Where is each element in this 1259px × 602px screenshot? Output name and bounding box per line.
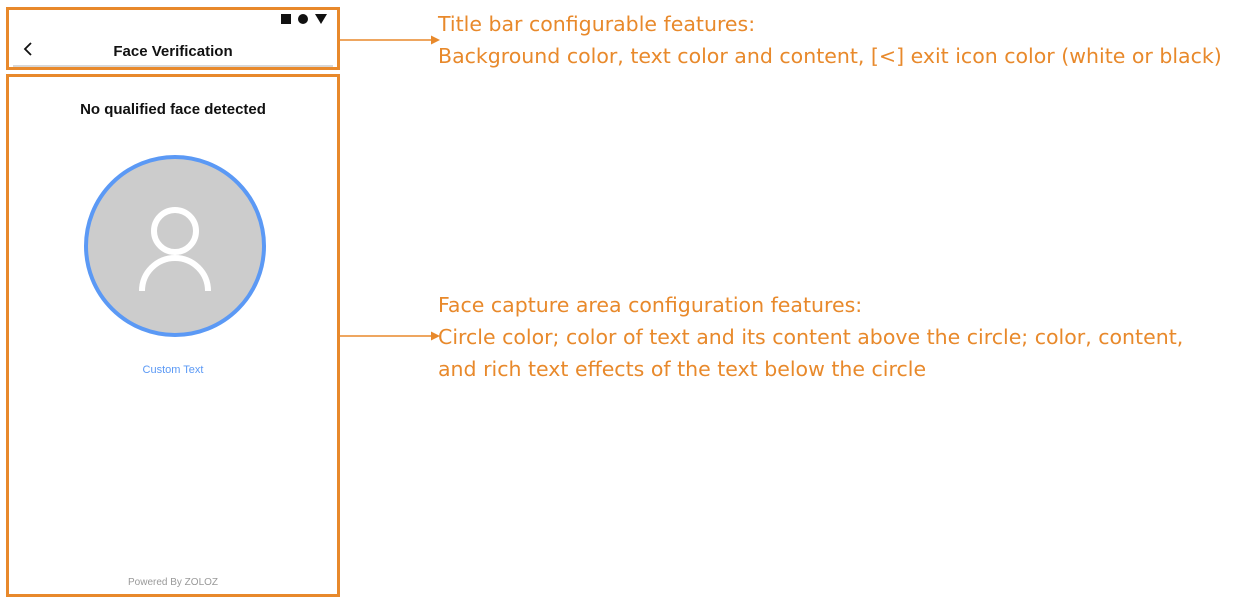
- status-bar: [281, 14, 327, 24]
- capture-area-frame: No qualified face detected Custom Text P…: [6, 74, 340, 597]
- page-title: Face Verification: [113, 43, 233, 60]
- powered-by-label: Powered By ZOLOZ: [127, 577, 219, 588]
- annotation-capture-line2: Circle color; color of text and its cont…: [438, 325, 1184, 349]
- title-divider: [13, 65, 333, 67]
- annotation-capture-area: Face capture area configuration features…: [438, 289, 1183, 385]
- annotation-capture-line3: and rich text effects of the text below …: [438, 357, 927, 381]
- back-icon[interactable]: [21, 40, 35, 58]
- face-capture-circle: [84, 155, 266, 337]
- annotation-title-line2: Background color, text color and content…: [438, 44, 1222, 68]
- title-bar-frame: Face Verification: [6, 7, 340, 70]
- arrow-capture: [340, 331, 440, 341]
- annotation-title-bar: Title bar configurable features: Backgro…: [438, 8, 1222, 72]
- custom-text: Custom Text: [142, 364, 204, 376]
- triangle-icon: [315, 14, 327, 24]
- arrow-title: [340, 35, 440, 45]
- annotation-title-line1: Title bar configurable features:: [438, 12, 756, 36]
- circle-icon: [298, 14, 308, 24]
- square-icon: [281, 14, 291, 24]
- capture-heading: No qualified face detected: [80, 101, 266, 118]
- person-icon: [139, 207, 211, 292]
- annotation-capture-line1: Face capture area configuration features…: [438, 293, 863, 317]
